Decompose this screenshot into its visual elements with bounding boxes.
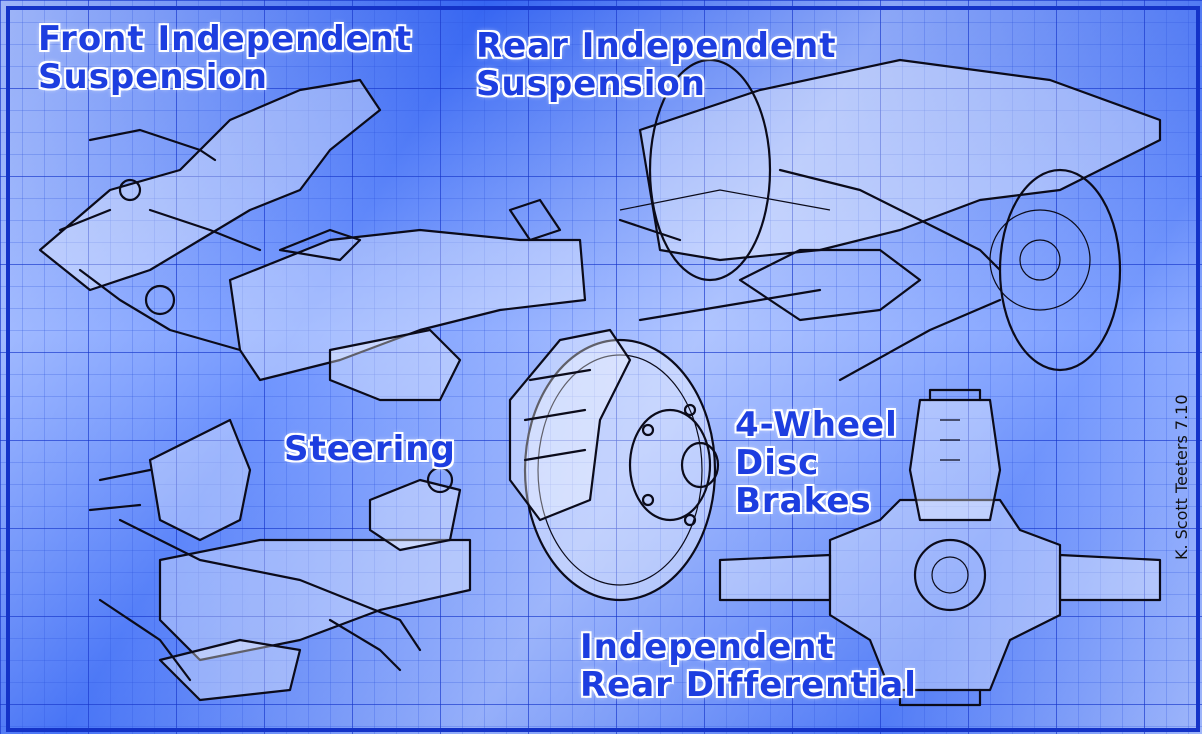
steering-label: Steering xyxy=(284,429,456,469)
rear-suspension-label: Rear Independent Suspension xyxy=(476,27,837,103)
rear-differential-label-line1: Independent xyxy=(580,627,835,667)
disc-brakes-label: 4-Wheel Disc Brakes xyxy=(735,406,898,520)
disc-brakes-label-line3: Brakes xyxy=(735,481,872,521)
rear-suspension-drawing xyxy=(618,58,1162,382)
front-suspension-label-line2: Suspension xyxy=(38,57,268,97)
steering-drawing xyxy=(88,418,472,702)
disc-brake-drawing xyxy=(508,328,720,602)
front-suspension-label-line1: Front Independent xyxy=(38,19,413,59)
rear-differential-label: Independent Rear Differential xyxy=(580,628,917,704)
artist-signature: K. Scott Teeters 7.10 xyxy=(1172,394,1191,560)
blueprint-frame xyxy=(6,6,1200,732)
front-suspension-drawing xyxy=(38,78,587,402)
rear-suspension-label-line1: Rear Independent xyxy=(476,26,837,66)
disc-brakes-label-line2: Disc xyxy=(735,443,820,483)
disc-brakes-label-line1: 4-Wheel xyxy=(735,405,898,445)
differential-drawing xyxy=(718,388,1162,707)
rear-suspension-label-line2: Suspension xyxy=(476,64,706,104)
front-suspension-label: Front Independent Suspension xyxy=(38,20,412,96)
rear-differential-label-line2: Rear Differential xyxy=(580,665,917,705)
